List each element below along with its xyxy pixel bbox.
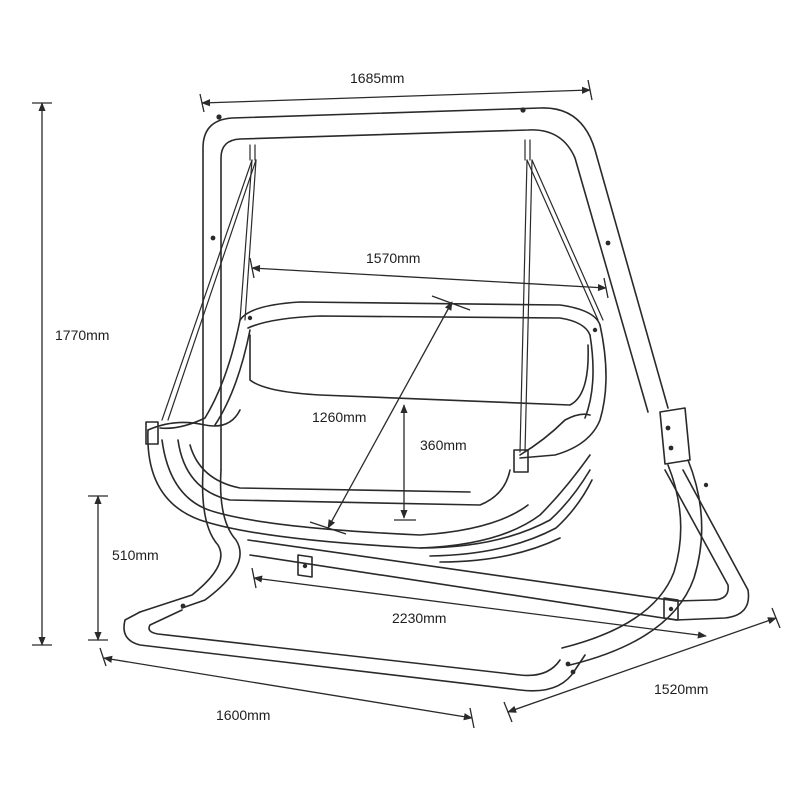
seat-back-cushion [249, 334, 589, 406]
bolt [302, 563, 308, 569]
bolt [605, 240, 611, 246]
suspension-ropes [161, 139, 604, 453]
dim-line-base-width [103, 655, 473, 721]
base-rear-outer [249, 554, 677, 621]
dim-tick [587, 79, 593, 101]
rope-left-outer [161, 159, 253, 421]
bolt [570, 669, 576, 675]
seat-hull-band2 [419, 469, 591, 549]
frame-right-curve-inner [561, 464, 682, 649]
left-hanger-block [145, 421, 159, 445]
dim-tick [249, 257, 255, 279]
label-frame-length: 2230mm [392, 610, 446, 626]
bolt [210, 235, 216, 241]
seat-left-armrest [147, 409, 241, 431]
frame-left-curve-outer [139, 469, 222, 613]
seat-back-rim [239, 301, 601, 326]
frame-top-outer [202, 107, 669, 471]
base-inner [148, 609, 561, 677]
swing-seat [145, 301, 607, 563]
dim-tick [251, 567, 257, 589]
dim-tick [503, 701, 513, 723]
bolt [665, 425, 671, 431]
bolt [565, 661, 571, 667]
dim-line-seat-width [251, 264, 607, 292]
seat-back-rim-inner [247, 315, 591, 336]
dimension-lines [32, 79, 781, 729]
label-seat-diagonal: 1260mm [312, 409, 366, 425]
dim-tick [603, 277, 609, 299]
bolt [668, 445, 674, 451]
frame-right-curve-outer [569, 459, 703, 666]
bolt [703, 482, 709, 488]
dim-tick [469, 707, 475, 729]
rope-left-outer-2 [167, 159, 257, 421]
dim-tick [771, 607, 781, 629]
seat-left-shell [159, 319, 241, 430]
bolt [520, 107, 526, 113]
bolt [592, 327, 598, 333]
rope-left-inner [239, 159, 253, 321]
dim-line-seat-diagonal [327, 301, 453, 529]
seat-cushion [177, 439, 511, 506]
chain-left-top [249, 144, 256, 161]
dim-tick [99, 647, 107, 667]
rope-left-inner-2 [244, 159, 257, 321]
bolt [668, 606, 674, 612]
dimension-labels: 1685mm 1770mm 1570mm 1260mm 360mm 510mm … [55, 70, 708, 723]
right-hanger-block [513, 449, 529, 473]
frame-right-leg-outer [675, 469, 750, 621]
label-frame-top-width: 1685mm [350, 70, 404, 86]
frame-top-inner [220, 129, 649, 471]
dim-line-frame-length [253, 575, 707, 639]
seat-cushion-front [189, 444, 471, 493]
frame-right-bracket [659, 407, 691, 465]
seat-right-armrest [519, 413, 591, 456]
frame-right-leg-inner [664, 469, 729, 602]
rope-right-inner [526, 159, 599, 321]
rope-right-inner-2 [531, 159, 604, 321]
label-seat-height: 510mm [112, 547, 159, 563]
dim-tick [309, 521, 347, 535]
bolt [247, 315, 253, 321]
label-base-width: 1600mm [216, 707, 270, 723]
label-total-height: 1770mm [55, 327, 109, 343]
seat-hull-band3 [429, 479, 593, 557]
dim-line-top-width [201, 86, 591, 107]
dim-tick [199, 93, 205, 113]
label-seat-depth: 360mm [420, 437, 467, 453]
seat-hull-band4 [439, 537, 561, 563]
dim-tick [431, 295, 471, 311]
seat-right-shell [519, 324, 607, 459]
seat-left-shell-inner [214, 329, 251, 426]
bolt [216, 114, 222, 120]
dim-line-base-depth [507, 617, 777, 713]
seat-right-shell-inner [584, 334, 594, 419]
seat-hull-band1 [161, 439, 529, 536]
label-seat-width: 1570mm [366, 250, 420, 266]
seat-hull-outer [147, 429, 591, 549]
chain-right-top [524, 139, 531, 161]
frame-left-curve-inner [181, 469, 241, 609]
bolt [180, 603, 186, 609]
label-base-depth: 1520mm [654, 681, 708, 697]
base-outer [123, 611, 586, 692]
